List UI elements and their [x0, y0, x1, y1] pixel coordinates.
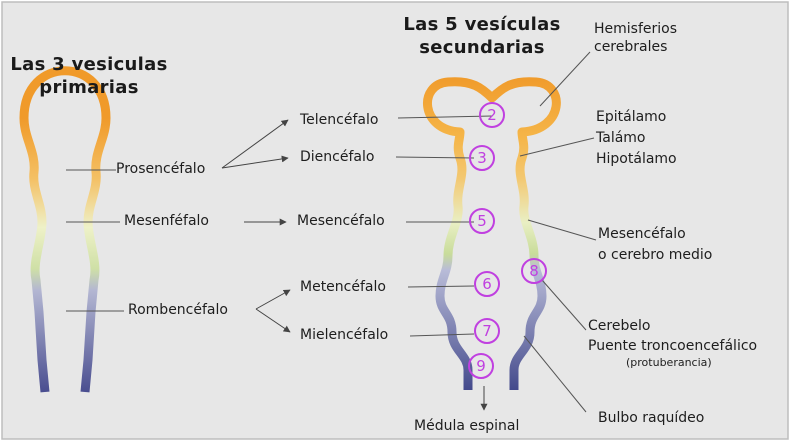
secondary-title-line-2: secundarias	[384, 37, 580, 60]
annotation-3: 3	[469, 145, 495, 171]
annotation-6: 6	[474, 271, 500, 297]
label-mesencefalo: Mesencéfalo	[297, 213, 385, 231]
label-hemisferios-cerebrales: Hemisferios cerebrales	[594, 21, 677, 56]
label-puente-troncoencefalico: Puente troncoencefálico	[588, 338, 757, 356]
secondary-vesicles-title: Las 5 vesículas secundarias	[384, 14, 580, 59]
hemisferios-line-1: Hemisferios	[594, 21, 677, 39]
label-mesencefalo-right: Mesencéfalo	[598, 226, 686, 244]
primary-vesicles-title: Las 3 vesiculas primarias	[0, 54, 178, 99]
annotation-7: 7	[474, 318, 500, 344]
annotation-8: 8	[521, 258, 547, 284]
label-protuberancia: (protuberancia)	[626, 356, 712, 370]
annotation-9: 9	[468, 353, 494, 379]
label-cerebro-medio: o cerebro medio	[598, 247, 712, 265]
primary-title-line-2: primarias	[0, 77, 178, 100]
label-epitalamo: Epitálamo	[596, 109, 666, 127]
label-mielencefalo: Mielencéfalo	[300, 327, 388, 345]
label-bulbo-raquideo: Bulbo raquídeo	[598, 410, 704, 428]
label-talamo: Talámo	[596, 130, 646, 148]
secondary-title-line-1: Las 5 vesículas	[384, 14, 580, 37]
label-prosencefalo: Prosencéfalo	[116, 161, 205, 179]
label-hipotalamo: Hipotálamo	[596, 151, 677, 169]
label-metencefalo: Metencéfalo	[300, 279, 386, 297]
label-medula-espinal: Médula espinal	[414, 418, 519, 436]
hemisferios-line-2: cerebrales	[594, 39, 677, 57]
primary-title-line-1: Las 3 vesiculas	[0, 54, 178, 77]
label-rombencefalo: Rombencéfalo	[128, 302, 228, 320]
annotation-2: 2	[479, 102, 505, 128]
label-telencefalo: Telencéfalo	[300, 112, 378, 130]
label-diencefalo: Diencéfalo	[300, 149, 374, 167]
label-mesenfefalo: Mesenféfalo	[124, 213, 209, 231]
label-cerebelo: Cerebelo	[588, 318, 650, 336]
annotation-5: 5	[469, 208, 495, 234]
